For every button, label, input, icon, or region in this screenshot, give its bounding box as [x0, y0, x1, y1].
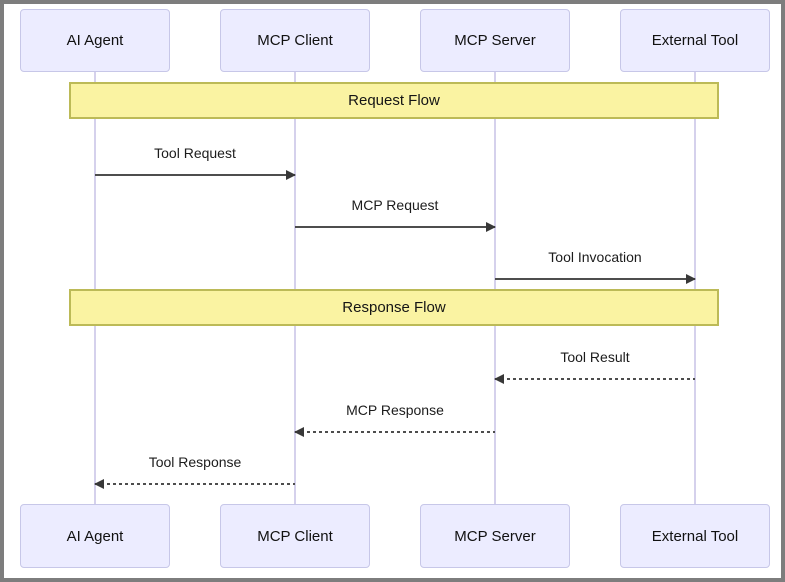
message-mcp-response: MCP Response — [294, 401, 495, 437]
arrow-tool-request — [95, 170, 296, 180]
message-tool-request: Tool Request — [95, 144, 296, 180]
lifeline-mcp-client — [294, 72, 296, 504]
message-mcp-request: MCP Request — [295, 196, 496, 232]
message-label: Tool Result — [560, 349, 630, 365]
message-label: Tool Response — [148, 454, 242, 470]
message-label: MCP Response — [346, 402, 444, 418]
message-label: Tool Request — [154, 145, 236, 161]
actor-label: External Tool — [651, 527, 739, 545]
actor-mcp-server-top: MCP Server — [420, 9, 570, 72]
actor-external-tool-top: External Tool — [620, 9, 770, 72]
section-label: Request Flow — [348, 92, 440, 109]
lifeline-external-tool — [694, 72, 696, 504]
arrowhead-left-icon — [494, 374, 504, 384]
lifeline-ai-agent — [94, 72, 96, 504]
arrowhead-right-icon — [286, 170, 296, 180]
actor-label: AI Agent — [66, 527, 124, 545]
message-label: Tool Invocation — [548, 249, 642, 265]
actor-label: MCP Server — [454, 32, 536, 49]
section-request-flow: Request Flow — [69, 82, 719, 119]
actor-label: AI Agent — [66, 32, 124, 49]
actor-external-tool-bottom: External Tool — [620, 504, 770, 568]
arrow-mcp-request — [295, 222, 496, 232]
actor-mcp-client-top: MCP Client — [220, 9, 370, 72]
message-tool-response: Tool Response — [94, 453, 295, 489]
actor-ai-agent-top: AI Agent — [20, 9, 170, 72]
arrow-tool-result — [494, 374, 695, 384]
arrowhead-left-icon — [94, 479, 104, 489]
actor-ai-agent-bottom: AI Agent — [20, 504, 170, 568]
section-response-flow: Response Flow — [69, 289, 719, 326]
lifeline-mcp-server — [494, 72, 496, 504]
actor-label: External Tool — [651, 32, 739, 49]
arrow-tool-response — [94, 479, 295, 489]
message-label: MCP Request — [351, 197, 439, 213]
arrowhead-right-icon — [486, 222, 496, 232]
arrowhead-left-icon — [294, 427, 304, 437]
actor-mcp-server-bottom: MCP Server — [420, 504, 570, 568]
actor-label: MCP Client — [257, 32, 333, 49]
section-label: Response Flow — [342, 299, 446, 316]
actor-label: MCP Client — [257, 527, 333, 545]
message-tool-invocation: Tool Invocation — [495, 248, 696, 284]
arrow-mcp-response — [294, 427, 495, 437]
message-tool-result: Tool Result — [494, 348, 695, 384]
actor-mcp-client-bottom: MCP Client — [220, 504, 370, 568]
actor-label: MCP Server — [454, 527, 536, 545]
arrowhead-right-icon — [686, 274, 696, 284]
arrow-tool-invocation — [495, 274, 696, 284]
